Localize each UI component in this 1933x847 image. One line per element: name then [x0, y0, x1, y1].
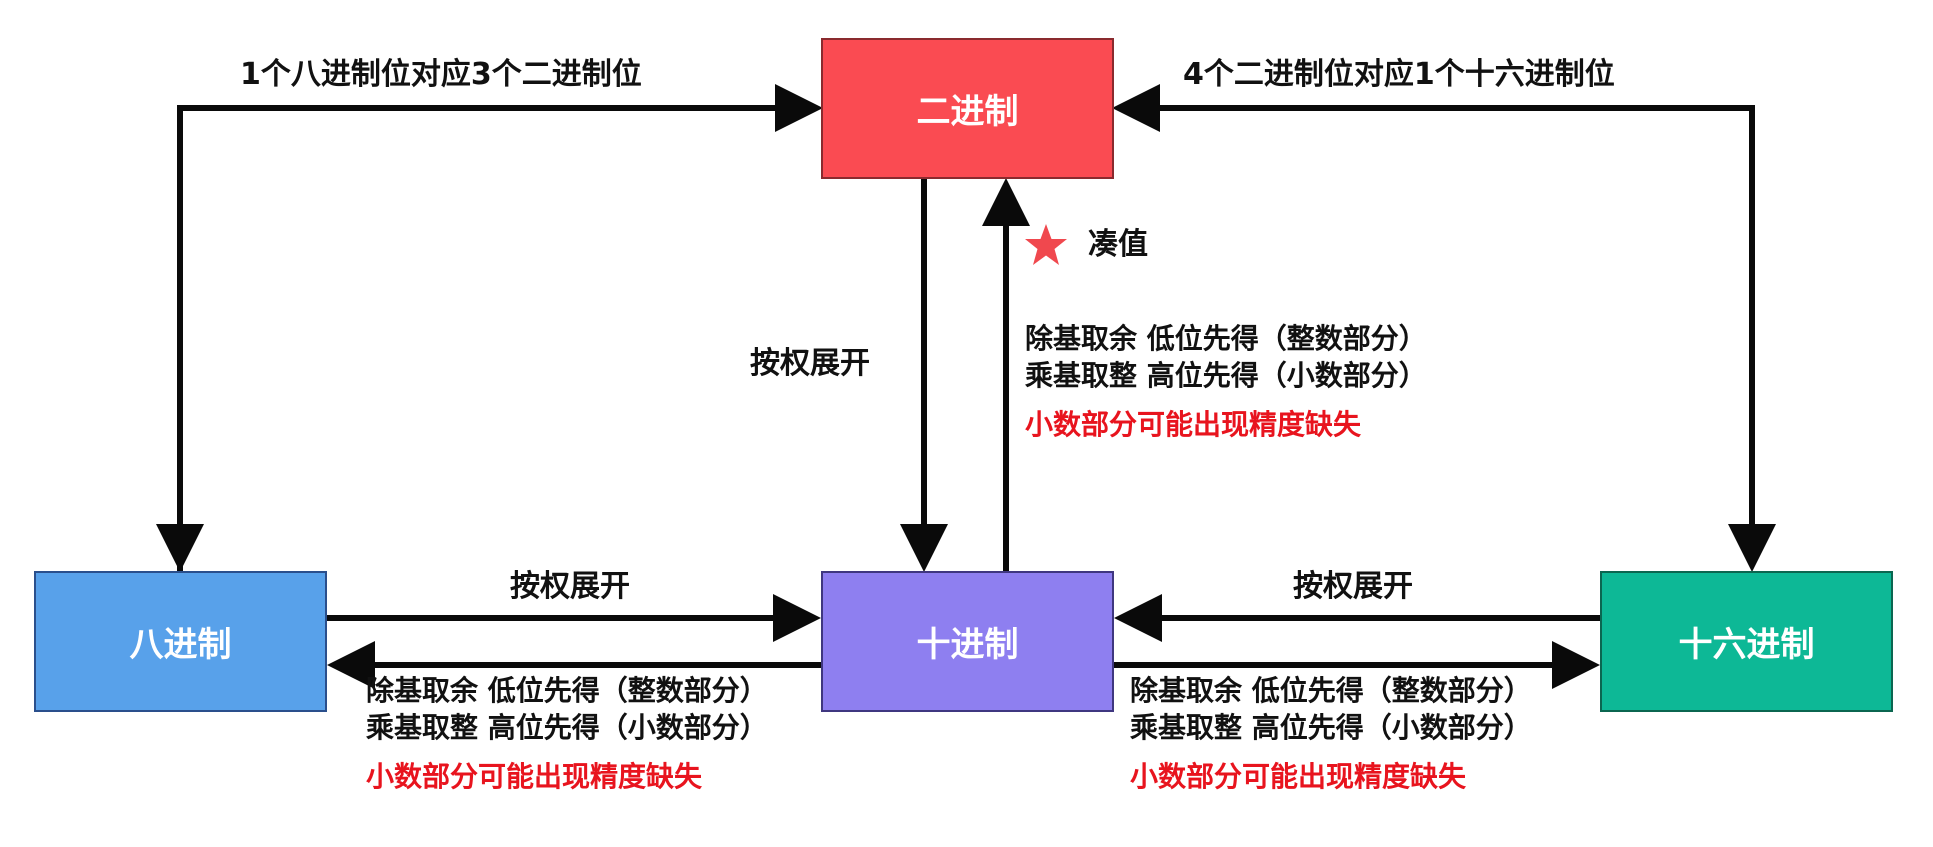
node-decimal: 十进制	[821, 571, 1114, 712]
node-binary-label: 二进制	[916, 92, 1019, 132]
label-decimal-hex: 除基取余 低位先得（整数部分） 乘基取整 高位先得（小数部分） 小数部分可能出现…	[1130, 672, 1532, 795]
label-hex-decimal: 按权展开	[1293, 569, 1413, 604]
node-hex: 十六进制	[1600, 571, 1893, 712]
rule-integer: 除基取余 低位先得（整数部分）	[1025, 322, 1427, 355]
warning-precision: 小数部分可能出现精度缺失	[366, 760, 703, 793]
rule-integer: 除基取余 低位先得（整数部分）	[1130, 674, 1532, 707]
label-binary-decimal: 按权展开	[750, 346, 870, 381]
label-highlight: 凑值	[1088, 227, 1148, 262]
node-octal: 八进制	[34, 571, 327, 712]
warning-precision: 小数部分可能出现精度缺失	[1130, 760, 1467, 793]
node-decimal-label: 十进制	[916, 625, 1019, 665]
rule-fraction: 乘基取整 高位先得（小数部分）	[366, 711, 768, 744]
label-decimal-binary: 除基取余 低位先得（整数部分） 乘基取整 高位先得（小数部分） 小数部分可能出现…	[1025, 320, 1427, 443]
node-octal-label: 八进制	[129, 625, 232, 665]
label-octal-decimal: 按权展开	[510, 569, 630, 604]
node-binary: 二进制	[821, 38, 1114, 179]
arrow-octal-binary	[177, 84, 823, 571]
label-decimal-octal: 除基取余 低位先得（整数部分） 乘基取整 高位先得（小数部分） 小数部分可能出现…	[366, 672, 768, 795]
rule-fraction: 乘基取整 高位先得（小数部分）	[1025, 359, 1427, 392]
label-binary-hex: 4个二进制位对应1个十六进制位	[1183, 57, 1615, 92]
label-octal-binary: 1个八进制位对应3个二进制位	[240, 57, 642, 92]
star-icon	[1025, 224, 1067, 265]
warning-precision: 小数部分可能出现精度缺失	[1025, 408, 1362, 441]
rule-fraction: 乘基取整 高位先得（小数部分）	[1130, 711, 1532, 744]
node-hex-label: 十六进制	[1678, 625, 1815, 665]
rule-integer: 除基取余 低位先得（整数部分）	[366, 674, 768, 707]
